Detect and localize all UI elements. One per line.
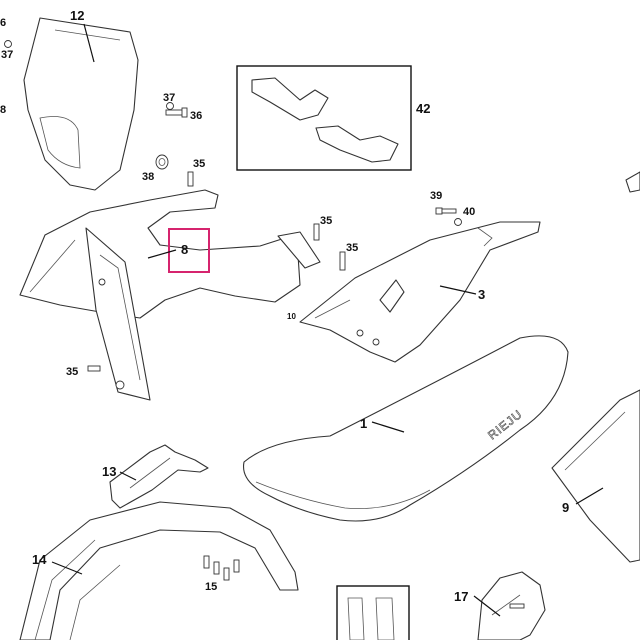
label-edge-6[interactable]: 6 [0, 17, 6, 29]
label-35-top[interactable]: 35 [193, 158, 205, 170]
label-9[interactable]: 9 [562, 500, 569, 515]
label-1[interactable]: 1 [360, 416, 367, 431]
washer-40 [454, 218, 462, 226]
part-14-front-fender[interactable] [19, 501, 299, 640]
label-13[interactable]: 13 [102, 464, 116, 479]
leader-17 [473, 595, 501, 617]
label-36[interactable]: 36 [190, 110, 202, 122]
label-35-mid[interactable]: 35 [320, 215, 332, 227]
part-1-seat[interactable]: RIEJU [242, 335, 569, 522]
label-35-right[interactable]: 35 [346, 242, 358, 254]
bolt-35-right [339, 251, 346, 271]
label-17[interactable]: 17 [454, 589, 468, 604]
label-12[interactable]: 12 [70, 8, 84, 23]
highlight-box-8 [168, 228, 210, 273]
label-37-left[interactable]: 37 [1, 49, 13, 61]
label-35-left[interactable]: 35 [66, 366, 78, 378]
leader-13 [119, 471, 137, 481]
part-3-side-panel[interactable] [299, 221, 541, 363]
grommet-38 [155, 154, 169, 170]
bolts-15 [203, 555, 240, 581]
part-17-guard[interactable] [477, 571, 546, 640]
bolt-36 [165, 107, 188, 118]
washer-37 [166, 102, 174, 110]
leader-8 [147, 249, 177, 259]
part-42-box [236, 65, 412, 171]
label-15[interactable]: 15 [205, 581, 217, 593]
bolt-35-mid [313, 223, 320, 241]
label-40[interactable]: 40 [463, 206, 475, 218]
washer-37-left [4, 40, 12, 48]
leader-3 [439, 285, 477, 295]
part-9-side-cover[interactable] [551, 389, 640, 563]
part-right-edge-fragment [625, 171, 640, 193]
label-3[interactable]: 3 [478, 287, 485, 302]
bottom-box [336, 585, 410, 640]
part-13-bracket[interactable] [109, 444, 209, 509]
part-8-radiator-scoop[interactable] [19, 189, 301, 401]
bolt-35-left [87, 365, 101, 372]
label-10[interactable]: 10 [287, 312, 296, 321]
label-8[interactable]: 8 [181, 242, 188, 257]
leader-12 [83, 23, 95, 63]
bolt-39 [435, 207, 457, 215]
bolt-35-top [187, 171, 194, 187]
label-42[interactable]: 42 [416, 101, 430, 116]
leader-14 [51, 561, 83, 575]
label-37[interactable]: 37 [163, 92, 175, 104]
part-bottom-box-inner [347, 597, 395, 640]
label-14[interactable]: 14 [32, 552, 47, 567]
label-38[interactable]: 38 [142, 171, 154, 183]
leader-9 [575, 487, 604, 505]
label-edge-8[interactable]: 8 [0, 104, 6, 116]
label-39[interactable]: 39 [430, 190, 442, 202]
part-12-headlight-mask[interactable] [23, 17, 139, 191]
bracket-small [277, 231, 321, 269]
part-42-hand-guards[interactable] [251, 77, 399, 163]
leader-1 [371, 421, 405, 433]
